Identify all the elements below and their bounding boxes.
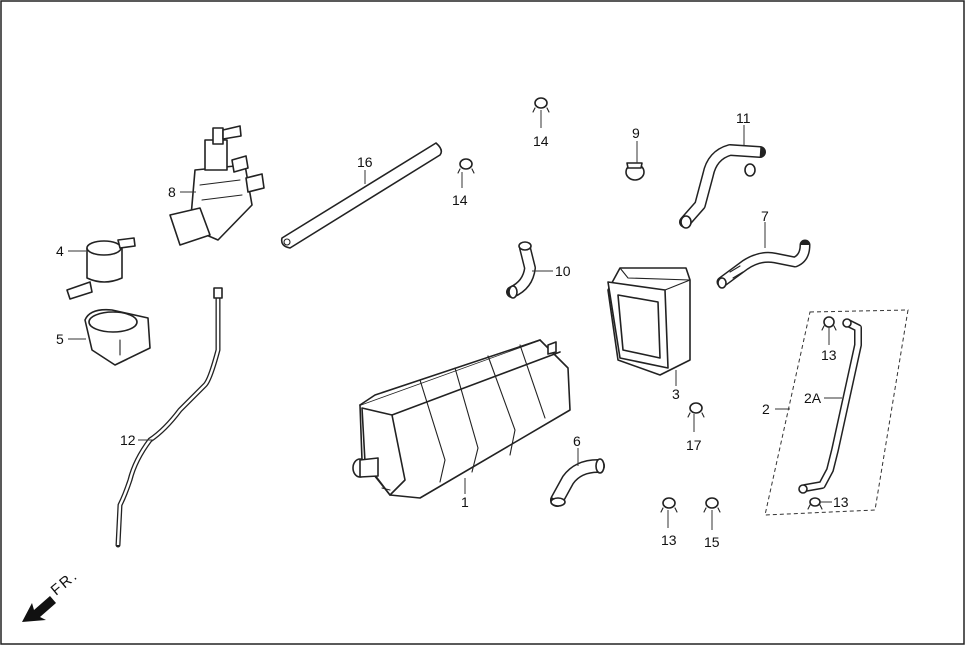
part-2a-hose	[798, 318, 862, 494]
part-12-pipe	[115, 287, 223, 548]
part-10-hose	[506, 241, 536, 299]
callout-13-right: 13	[833, 494, 849, 510]
callout-13-top: 13	[821, 347, 837, 363]
callout-14-top: 14	[533, 133, 549, 149]
part-14-clamp-top	[532, 97, 550, 113]
part-5-holder	[84, 308, 151, 366]
part-13-clamp-bottom	[660, 497, 678, 513]
callout-15: 15	[704, 534, 720, 550]
callout-9: 9	[632, 125, 640, 141]
front-direction-arrow-icon	[22, 596, 56, 622]
part-9-clamp	[625, 162, 645, 181]
callout-10: 10	[555, 263, 571, 279]
part-1-canister	[352, 339, 571, 499]
callout-2a: 2A	[804, 390, 822, 406]
part-4-cap	[66, 237, 136, 300]
callout-16: 16	[357, 154, 373, 170]
callout-1: 1	[461, 494, 469, 510]
callout-4: 4	[56, 243, 64, 259]
callout-2: 2	[762, 401, 770, 417]
part-17-clamp	[687, 402, 705, 418]
part-11-hose	[679, 144, 766, 229]
callout-12: 12	[120, 432, 136, 448]
callout-6: 6	[573, 433, 581, 449]
callout-5: 5	[56, 331, 64, 347]
callout-11: 11	[736, 110, 751, 126]
front-direction-label: FR.	[48, 567, 82, 599]
part-13-clamp-right	[807, 497, 823, 510]
part-16-rod	[280, 142, 443, 249]
part-2-assembly-box	[764, 309, 909, 516]
part-3-bracket	[607, 267, 691, 376]
callout-17: 17	[686, 437, 702, 453]
part-15-clamp	[703, 497, 721, 513]
callout-13-bottom: 13	[661, 532, 677, 548]
callout-7: 7	[761, 208, 769, 224]
part-8-valve	[169, 125, 265, 246]
part-6-hose	[550, 458, 605, 507]
callout-3: 3	[672, 386, 680, 402]
callout-14-mid: 14	[452, 192, 468, 208]
part-14-clamp-mid	[457, 158, 475, 174]
part-7-hose	[716, 239, 811, 289]
callout-8: 8	[168, 184, 176, 200]
